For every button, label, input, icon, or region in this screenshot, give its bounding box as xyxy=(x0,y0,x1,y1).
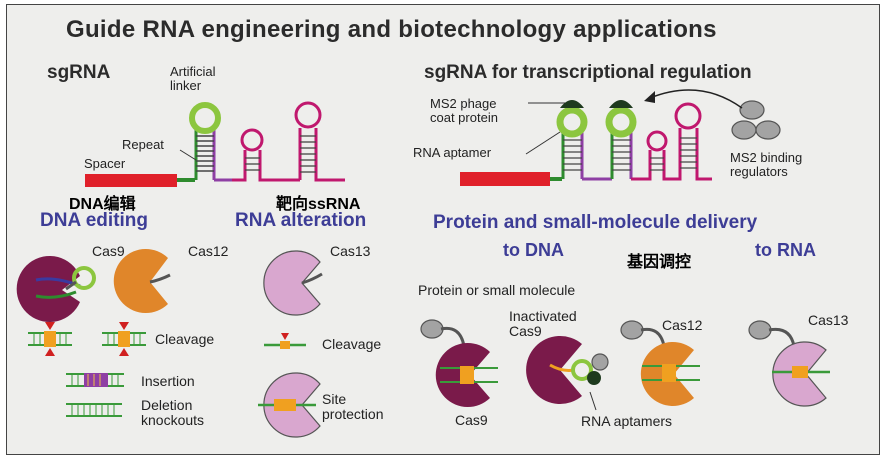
site-protection-label: Site protection xyxy=(322,391,384,422)
rna-aptamers-label: RNA aptamers xyxy=(581,413,673,429)
inactivated-cas9-label: Inactivated Cas9 xyxy=(509,308,577,339)
regulation-structure xyxy=(460,89,781,186)
gene-regulation-cn-label: 基因调控 xyxy=(627,254,692,271)
cas13-label: Cas13 xyxy=(330,243,371,259)
spacer-label: Spacer xyxy=(84,156,126,171)
spacer-bar xyxy=(85,174,177,187)
artificial-linker-label: Artificial linker xyxy=(170,64,216,93)
delivery-cas13-label: Cas13 xyxy=(808,312,849,328)
protein-or-small-molecule-label: Protein or small molecule xyxy=(418,282,576,298)
ms2-binding-regulators-label: MS2 binding regulators xyxy=(730,150,803,179)
dna-editing-heading: DNA editing xyxy=(40,210,149,231)
sgrna-heading: sgRNA xyxy=(47,62,111,83)
dna-edit-cn-label: DNA编辑 xyxy=(69,196,136,213)
deletion-knockouts-label: Deletion knockouts xyxy=(141,397,205,428)
delivery-cas12-label: Cas12 xyxy=(662,317,703,333)
delivery-heading: Protein and small-molecule delivery xyxy=(433,212,758,233)
cas12-label: Cas12 xyxy=(188,243,229,259)
sgrna-structure xyxy=(85,101,345,187)
ms2-coat-protein-label: MS2 phage coat protein xyxy=(430,96,498,125)
insertion-label: Insertion xyxy=(141,373,195,389)
to-rna-heading: to RNA xyxy=(755,240,816,260)
rna-cleavage-label: Cleavage xyxy=(322,336,382,352)
dna-editing-art xyxy=(16,249,171,417)
delivery-cas9-label: Cas9 xyxy=(455,412,488,428)
dna-cleavage-label: Cleavage xyxy=(155,331,215,347)
regulation-heading: sgRNA for transcriptional regulation xyxy=(424,62,752,83)
rna-aptamer-label: RNA aptamer xyxy=(413,145,492,160)
cas9-label: Cas9 xyxy=(92,243,125,259)
repeat-label: Repeat xyxy=(122,137,164,152)
figure-title: Guide RNA engineering and biotechnology … xyxy=(66,16,717,43)
rna-alteration-heading: RNA alteration xyxy=(235,210,367,231)
target-ssrna-cn-label: 靶向ssRNA xyxy=(276,196,361,213)
to-dna-heading: to DNA xyxy=(503,240,564,260)
rna-alteration-art xyxy=(258,250,323,438)
delivery-art xyxy=(420,319,830,411)
artificial-linker-loop xyxy=(189,102,221,134)
